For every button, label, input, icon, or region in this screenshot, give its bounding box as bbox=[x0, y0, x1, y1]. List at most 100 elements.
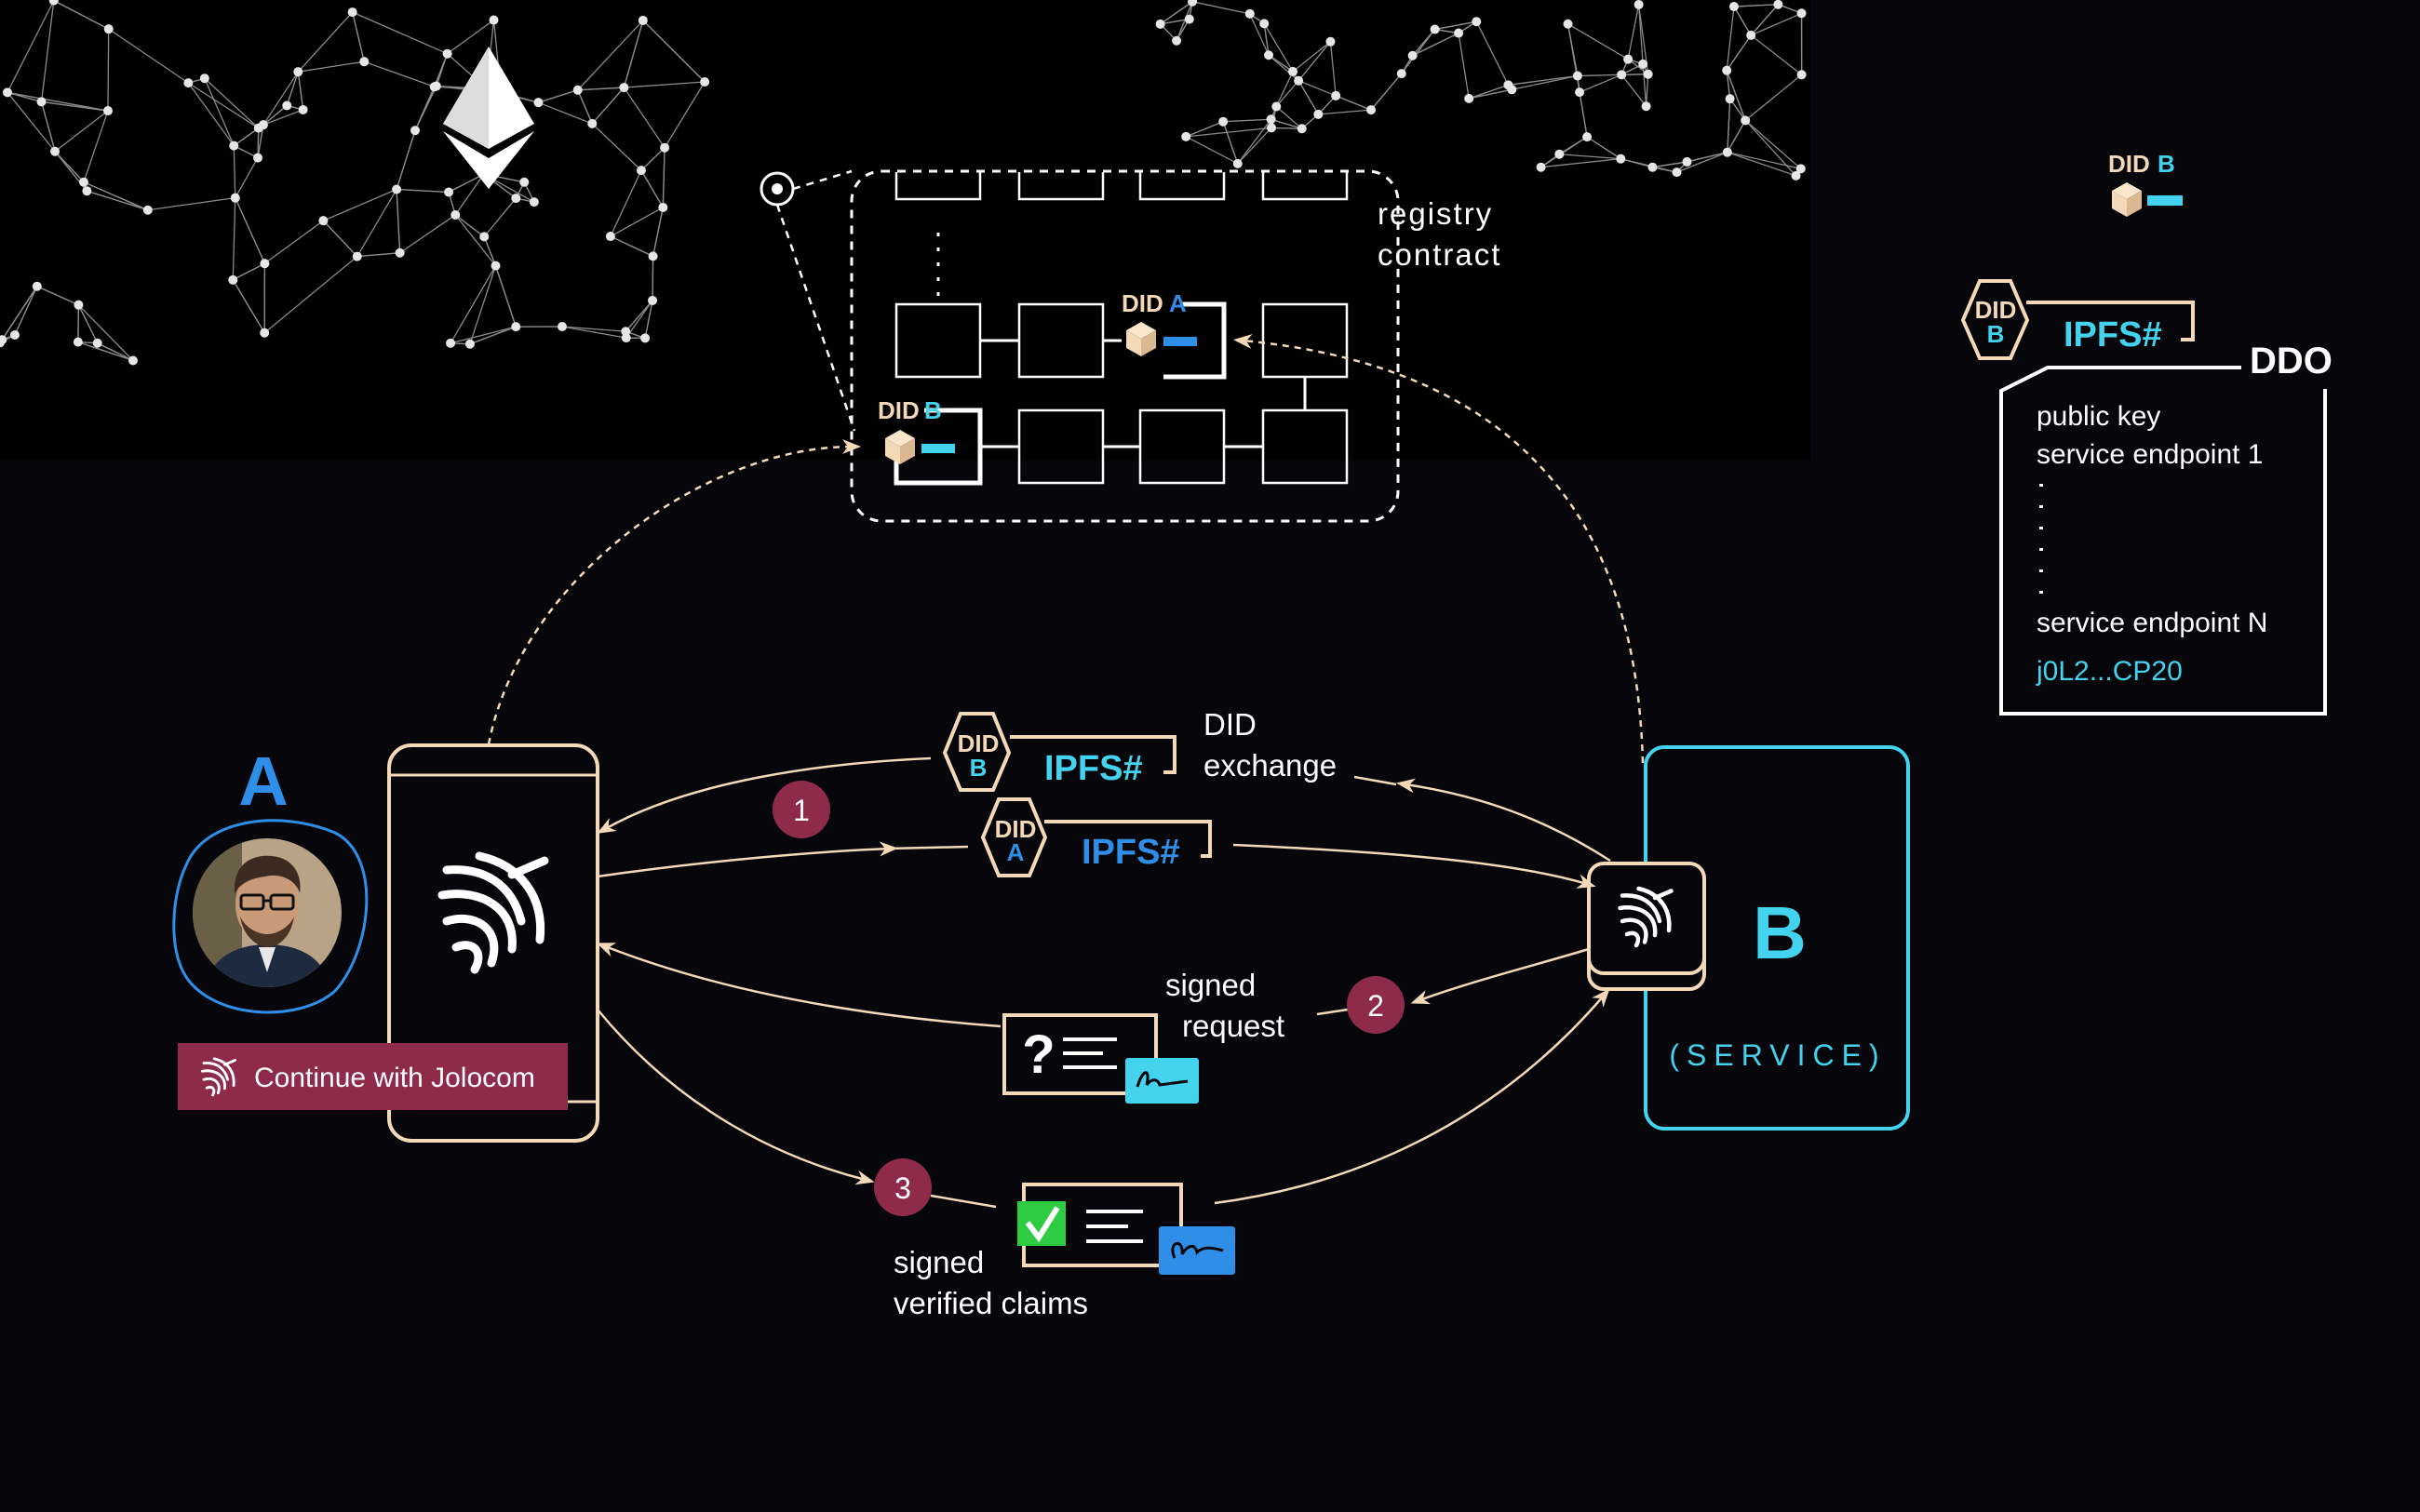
network-link bbox=[610, 207, 664, 237]
network-node bbox=[557, 322, 567, 332]
network-link bbox=[1275, 71, 1294, 107]
network-node bbox=[253, 123, 263, 133]
network-link bbox=[1, 286, 38, 341]
network-node bbox=[511, 194, 521, 204]
network-link bbox=[494, 265, 517, 328]
network-link bbox=[1645, 74, 1649, 107]
ddo-hex-bottom: B bbox=[1987, 320, 2005, 348]
continue-with-jolocom-button[interactable] bbox=[178, 1043, 568, 1110]
network-link bbox=[1637, 4, 1644, 64]
network-link bbox=[1275, 80, 1299, 107]
ddo-legend-letter: B bbox=[2158, 150, 2175, 178]
network-link bbox=[232, 262, 265, 281]
network-link bbox=[1727, 120, 1746, 153]
network-link bbox=[664, 81, 706, 149]
network-node bbox=[1634, 0, 1644, 9]
network-node bbox=[183, 78, 194, 88]
did-b-to-a-arrow bbox=[597, 756, 932, 834]
ddo-title: DDO bbox=[2250, 341, 2333, 381]
step-1-number: 1 bbox=[793, 794, 810, 827]
network-node bbox=[1725, 94, 1735, 104]
did-a-letter: A bbox=[1169, 289, 1187, 317]
network-node bbox=[92, 338, 102, 348]
network-node bbox=[48, 0, 59, 6]
network-link bbox=[1577, 74, 1622, 77]
network-link bbox=[351, 11, 365, 62]
network-node bbox=[1266, 114, 1276, 125]
network-node bbox=[347, 7, 357, 18]
network-node bbox=[1266, 123, 1276, 133]
network-node bbox=[293, 67, 303, 77]
network-link bbox=[469, 265, 497, 344]
network-node bbox=[228, 274, 238, 285]
network-link bbox=[454, 214, 497, 267]
network-node bbox=[410, 126, 421, 136]
network-link bbox=[1750, 4, 1779, 36]
network-node bbox=[491, 261, 501, 271]
network-link bbox=[1434, 20, 1477, 31]
network-link bbox=[54, 110, 109, 153]
network-link bbox=[1475, 20, 1509, 86]
network-link bbox=[53, 0, 110, 30]
network-node bbox=[252, 153, 262, 163]
ddo-hex bbox=[1960, 279, 2030, 360]
network-link bbox=[286, 71, 299, 106]
network-node bbox=[511, 322, 521, 332]
network-node bbox=[1294, 75, 1304, 86]
network-node bbox=[1218, 116, 1229, 127]
network-link bbox=[1469, 88, 1512, 100]
network-link bbox=[625, 300, 653, 339]
ddo-public-key: public key bbox=[2037, 401, 2160, 432]
network-node bbox=[2, 87, 12, 98]
network-link bbox=[14, 286, 38, 336]
network-node bbox=[318, 216, 329, 226]
network-link bbox=[640, 147, 666, 171]
network-link bbox=[322, 220, 358, 258]
network-node bbox=[519, 177, 530, 187]
network-link bbox=[538, 101, 593, 125]
ddo-endpoint-n: service endpoint N bbox=[2037, 608, 2267, 638]
network-link bbox=[1750, 12, 1802, 36]
network-node bbox=[359, 57, 370, 67]
network-link bbox=[7, 0, 55, 93]
network-node bbox=[1643, 69, 1653, 79]
ddo-legend-prefix: DID bbox=[2108, 150, 2150, 178]
network-link bbox=[40, 0, 55, 102]
network-link bbox=[1744, 119, 1797, 177]
network-node bbox=[619, 83, 629, 93]
network-link bbox=[108, 28, 189, 84]
exchange-hex-b-top: DID bbox=[958, 729, 1000, 757]
network-link bbox=[188, 82, 260, 129]
network-link bbox=[447, 20, 494, 55]
network-link bbox=[204, 77, 235, 146]
network-link bbox=[469, 326, 517, 345]
network-link bbox=[1458, 33, 1470, 100]
ddo-hex-top: DID bbox=[1975, 296, 2017, 324]
network-node bbox=[1728, 2, 1739, 12]
party-b-role: (SERVICE) bbox=[1669, 1038, 1886, 1072]
network-link bbox=[1727, 152, 1796, 177]
network-node bbox=[1741, 115, 1751, 126]
network-node bbox=[1454, 28, 1464, 38]
network-link bbox=[107, 29, 110, 112]
network-node bbox=[1563, 19, 1573, 29]
network-node bbox=[82, 186, 92, 196]
exchange-hex-a-bottom: A bbox=[1007, 838, 1025, 866]
network-link bbox=[323, 188, 397, 221]
network-node bbox=[638, 15, 648, 25]
signed-request-label-2: request bbox=[1182, 1009, 1284, 1043]
network-link bbox=[1512, 74, 1579, 90]
network-link bbox=[83, 181, 149, 211]
network-link bbox=[640, 169, 664, 208]
network-link bbox=[1642, 63, 1647, 107]
network-node bbox=[50, 146, 60, 156]
network-node bbox=[464, 339, 475, 349]
did-b-prefix: DID bbox=[878, 396, 920, 424]
network-node bbox=[1184, 14, 1194, 24]
network-link bbox=[364, 60, 435, 87]
network-link bbox=[591, 123, 642, 171]
network-node bbox=[1331, 90, 1341, 100]
network-node bbox=[489, 15, 499, 25]
network-node bbox=[1181, 131, 1191, 141]
network-link bbox=[1567, 23, 1629, 60]
